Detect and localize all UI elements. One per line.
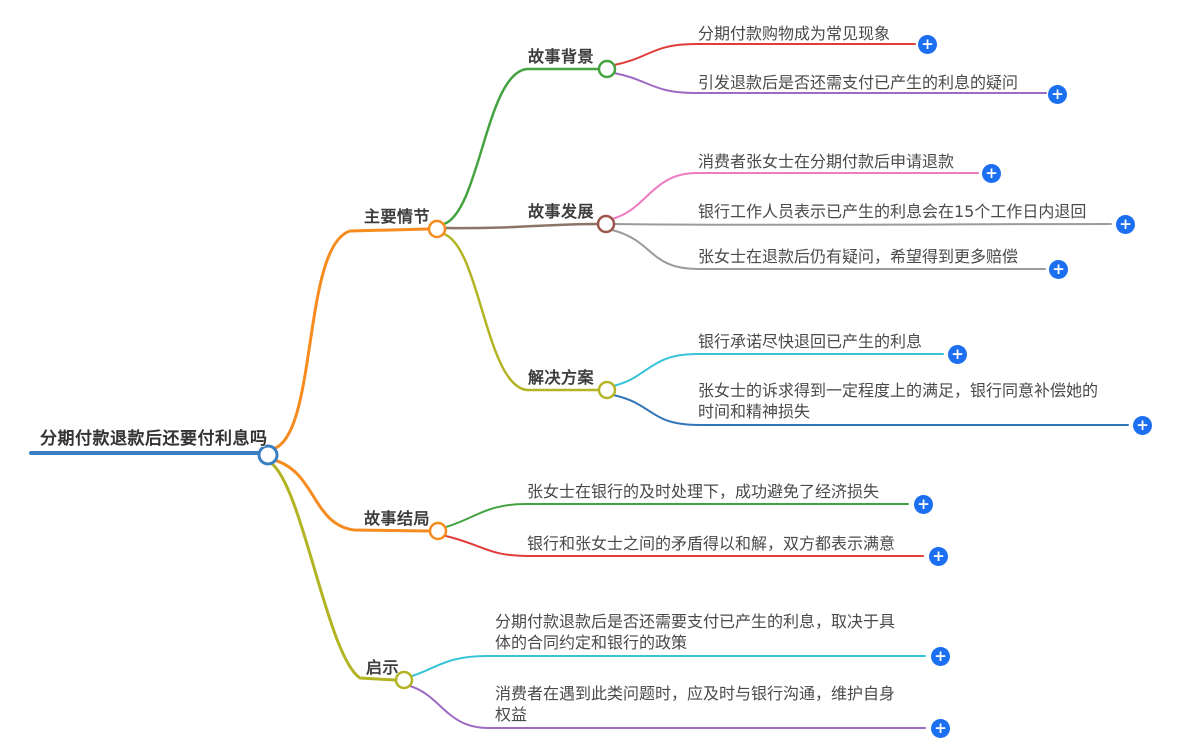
edge-ending-leaf2 <box>445 535 924 557</box>
node-circle-background[interactable] <box>597 59 617 79</box>
edge-solution-leaf1 <box>612 353 944 387</box>
subbranch-story-development[interactable]: 故事发展 <box>528 202 595 221</box>
add-node-button[interactable]: + <box>929 547 948 566</box>
edge-lesson-leaf1 <box>411 655 926 677</box>
add-node-button[interactable]: + <box>982 164 1001 183</box>
leaf-text[interactable]: 张女士在退款后仍有疑问，希望得到更多赔偿 <box>698 247 1019 266</box>
add-node-button[interactable]: + <box>914 495 933 514</box>
root-topic[interactable]: 分期付款退款后还要付利息吗 <box>40 429 268 449</box>
add-node-button[interactable]: + <box>931 647 950 666</box>
edge-root-main-plot <box>271 227 430 451</box>
add-node-button[interactable]: + <box>1116 215 1135 234</box>
branch-ending[interactable]: 故事结局 <box>364 509 431 528</box>
branch-lesson[interactable]: 启示 <box>366 658 400 677</box>
add-node-button[interactable]: + <box>1048 85 1067 104</box>
leaf-text[interactable]: 张女士的诉求得到一定程度上的满足，银行同意补偿她的时间和精神损失 <box>698 381 1099 421</box>
edge-ending-leaf1 <box>445 503 909 528</box>
node-circle-main-plot[interactable] <box>427 219 447 239</box>
node-circle-root[interactable] <box>257 444 279 466</box>
leaf-text[interactable]: 分期付款退款后是否还需要支付已产生的利息，取决于具体的合同约定和银行的政策 <box>495 612 896 652</box>
edge-development-leaf3 <box>611 229 1046 270</box>
node-circle-development[interactable] <box>596 214 616 234</box>
edge-background-leaf2 <box>613 72 1047 94</box>
leaf-text[interactable]: 分期付款购物成为常见现象 <box>698 24 891 43</box>
add-node-button[interactable]: + <box>918 35 937 54</box>
edge-root-ending <box>272 458 431 533</box>
leaf-text[interactable]: 消费者在遇到此类问题时，应及时与银行沟通，维护自身权益 <box>495 684 896 724</box>
leaf-text[interactable]: 银行和张女士之间的矛盾得以和解，双方都表示满意 <box>527 534 896 553</box>
node-circle-solution[interactable] <box>597 380 617 400</box>
leaf-text[interactable]: 消费者张女士在分期付款后申请退款 <box>698 152 955 171</box>
add-node-button[interactable]: + <box>931 719 950 738</box>
edge-mainplot-solution <box>442 232 600 392</box>
edge-mainplot-background <box>442 67 600 226</box>
add-node-button[interactable]: + <box>1133 416 1152 435</box>
edge-lesson-leaf2 <box>409 685 926 729</box>
edge-background-leaf1 <box>613 43 916 66</box>
node-circle-ending[interactable] <box>428 521 448 541</box>
leaf-text[interactable]: 银行工作人员表示已产生的利息会在15个工作日内退回 <box>698 202 1087 221</box>
leaf-text[interactable]: 银行承诺尽快退回已产生的利息 <box>698 332 923 351</box>
subbranch-story-background[interactable]: 故事背景 <box>528 47 595 66</box>
edge-solution-leaf2 <box>612 394 1129 426</box>
add-node-button[interactable]: + <box>948 345 967 364</box>
edge-root-lesson <box>269 461 397 682</box>
add-node-button[interactable]: + <box>1049 260 1068 279</box>
edge-development-leaf2 <box>613 223 1112 226</box>
leaf-text[interactable]: 引发退款后是否还需支付已产生的利息的疑问 <box>698 73 1019 92</box>
edge-development-leaf1 <box>611 172 979 220</box>
subbranch-solution[interactable]: 解决方案 <box>528 368 595 387</box>
node-circle-lesson[interactable] <box>394 670 414 690</box>
edge-mainplot-development <box>443 222 599 230</box>
leaf-text[interactable]: 张女士在银行的及时处理下，成功避免了经济损失 <box>527 482 880 501</box>
branch-main-plot[interactable]: 主要情节 <box>364 207 431 226</box>
